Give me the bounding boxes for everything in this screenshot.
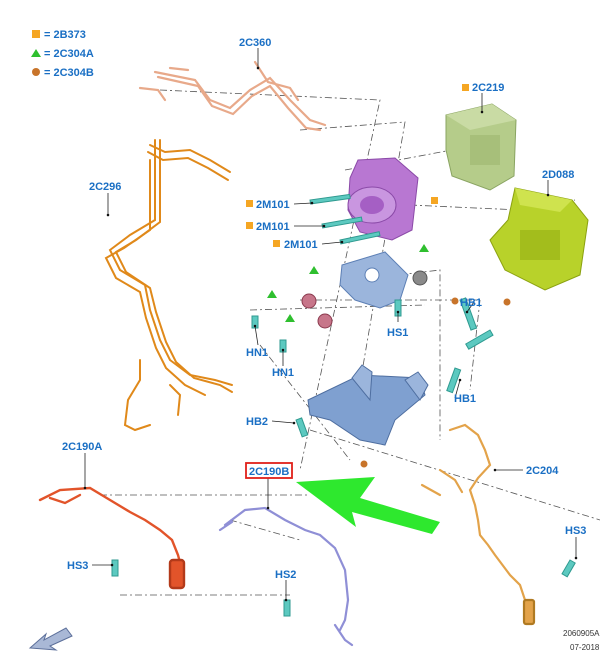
label-hs3-a: HS3 xyxy=(67,560,88,572)
legend-item-2c304b: = 2C304B xyxy=(44,67,94,79)
legend-item-2b373: = 2B373 xyxy=(44,29,86,41)
bolt-hb2 xyxy=(295,417,309,438)
label-2c190b: 2C190B xyxy=(249,466,289,478)
bolt-hb1-a xyxy=(459,297,478,331)
label-2c190a: 2C190A xyxy=(62,441,102,453)
label-2c296: 2C296 xyxy=(89,181,121,193)
brake-line-2c360 xyxy=(138,60,327,132)
label-hb1-a: HB1 xyxy=(460,297,482,309)
label-hs2: HS2 xyxy=(275,569,296,581)
label-2m101-c: 2M101 xyxy=(284,239,318,251)
sensor-line-2c190a xyxy=(38,486,186,590)
legend: = 2B373 = 2C304A = 2C304B xyxy=(31,29,94,79)
label-2d088: 2D088 xyxy=(542,169,574,181)
reference-code: 2060905A xyxy=(563,629,600,638)
label-hn1-b: HN1 xyxy=(272,367,294,379)
screw-hs3-a xyxy=(111,559,119,577)
front-direction-arrow-icon xyxy=(28,627,73,651)
bolt-2m101-a xyxy=(309,193,351,205)
square-symbol-icon xyxy=(32,30,40,38)
sensor-line-2c204 xyxy=(420,423,536,626)
label-hb2: HB2 xyxy=(246,416,268,428)
label-hs3-b: HS3 xyxy=(565,525,586,537)
pointer-arrow-icon xyxy=(296,477,440,534)
sensor-line-2c190b xyxy=(218,506,354,647)
label-2m101-a: 2M101 xyxy=(256,199,290,211)
grommets xyxy=(301,293,333,329)
module-2c219 xyxy=(445,103,517,191)
hcu-bracket-upper xyxy=(339,251,428,309)
bracket-2d088 xyxy=(489,187,589,291)
highlight-box xyxy=(245,462,293,479)
fasteners xyxy=(111,193,576,617)
bolt-hb1-b xyxy=(465,329,494,350)
callout-labels: 2C360 2C296 2C219 2D088 2M101 2M101 2M10… xyxy=(62,37,586,581)
label-2c360: 2C360 xyxy=(239,37,271,49)
bolt-hb1-c xyxy=(446,367,462,394)
label-hn1-a: HN1 xyxy=(246,347,268,359)
bolt-2m101-b xyxy=(321,216,363,229)
label-2m101-b: 2M101 xyxy=(256,221,290,233)
bolt-2m101-c xyxy=(339,231,381,245)
hcu-module xyxy=(347,157,419,241)
leader-lines xyxy=(83,48,578,602)
label-hb1-b: HB1 xyxy=(454,393,476,405)
part-symbols xyxy=(246,84,511,468)
legend-item-2c304a: = 2C304A xyxy=(44,48,94,60)
reference-date: 07-2018 xyxy=(570,643,600,652)
screw-hs2 xyxy=(283,599,291,617)
label-hs1: HS1 xyxy=(387,327,408,339)
hcu-bracket-lower xyxy=(307,364,429,446)
label-2c219: 2C219 xyxy=(472,82,504,94)
circle-symbol-icon xyxy=(32,68,40,76)
label-2c204: 2C204 xyxy=(526,465,559,477)
screw-hs3-b xyxy=(561,559,576,578)
brake-line-2c296 xyxy=(104,139,233,432)
triangle-symbol-icon xyxy=(31,49,41,57)
